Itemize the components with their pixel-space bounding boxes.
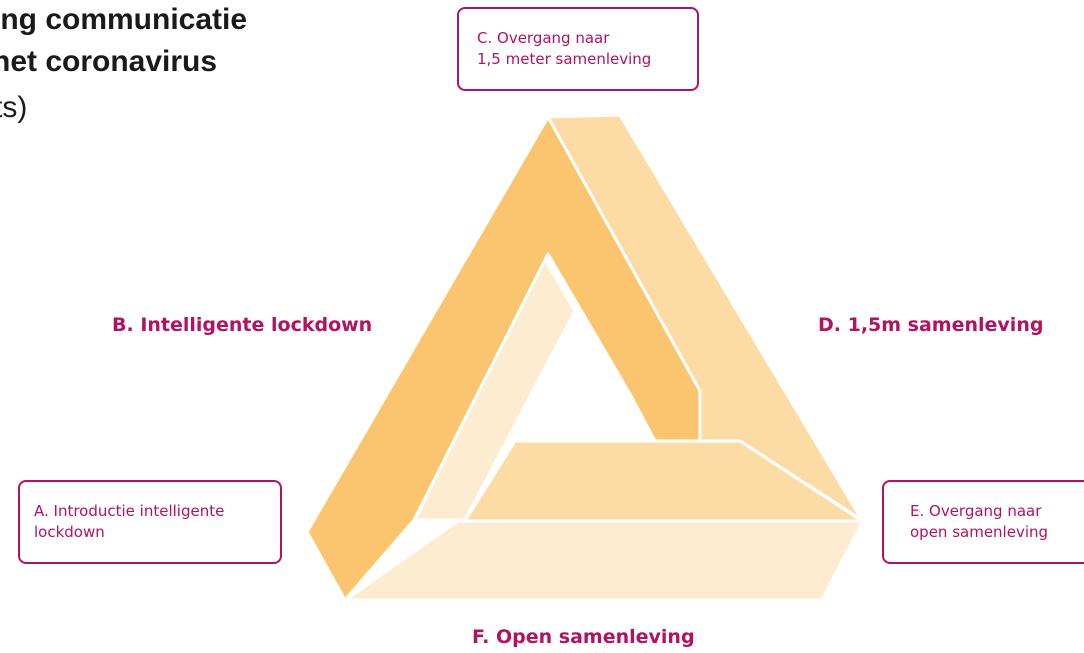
step-e-line-1: E. Overgang naar [910, 502, 1042, 520]
step-c-box: C. Overgang naar 1,5 meter samenleving [457, 7, 699, 91]
step-e-line-2: open samenleving [910, 523, 1049, 541]
triangle-beam-bottom [343, 519, 864, 602]
phase-f-label: F. Open samenleving [472, 626, 695, 648]
page-title-line-2: het coronavirus [0, 45, 218, 78]
step-c-line-2: 1,5 meter samenleving [477, 50, 652, 68]
phase-d-label: D. 1,5m samenleving [818, 314, 1044, 336]
step-a-line-1: A. Introductie intelligente [34, 502, 225, 520]
triangle-beam-left [305, 115, 702, 602]
step-e-box: E. Overgang naar open samenleving [882, 480, 1084, 564]
page-title-line-1: ing communicatie [0, 3, 248, 36]
step-a-box: A. Introductie intelligente lockdown [18, 480, 282, 564]
phase-b-label: B. Intelligente lockdown [112, 314, 373, 336]
step-c-line-1: C. Overgang naar [477, 29, 610, 47]
step-a-line-2: lockdown [34, 523, 105, 541]
page-title-line-3: ts) [0, 91, 28, 124]
